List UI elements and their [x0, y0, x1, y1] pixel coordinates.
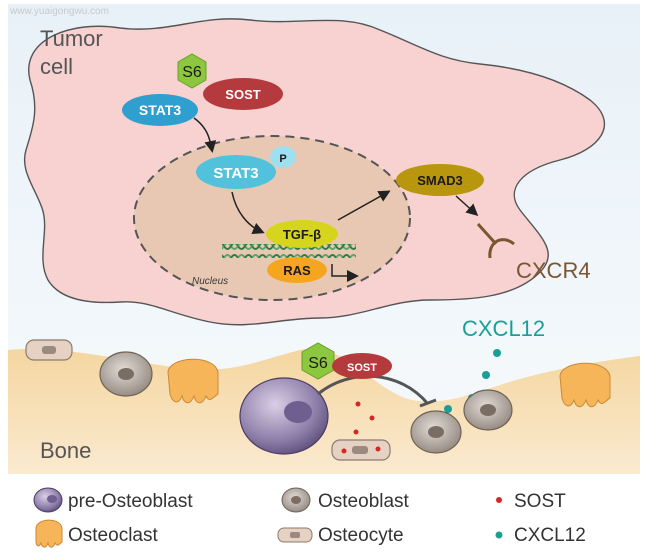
legend-cxcl12-label: CXCL12: [514, 525, 586, 546]
osteoblast-nucleus: [480, 404, 496, 416]
inhibition-bar: [419, 398, 437, 408]
legend-pre-osteoblast-nucleus: [47, 495, 57, 503]
sost-label-top: SOST: [225, 87, 260, 102]
osteocyte-nucleus: [42, 346, 56, 354]
sost-ellipse-bone: [332, 353, 392, 379]
sost-dot: [375, 446, 381, 452]
s6-hexagon-top: [177, 53, 207, 89]
watermark: www.yuaigongwu.com: [9, 6, 109, 17]
arrow-stat3-to-nucleus: [193, 117, 217, 153]
phospho-ellipse: [270, 146, 296, 168]
phospho-label: P: [279, 153, 286, 165]
stat3-label-nuclear: STAT3: [213, 165, 258, 182]
s6-label-bone: S6: [308, 355, 328, 372]
cxcr4-label: CXCR4: [516, 258, 591, 283]
osteoblast-nucleus: [118, 368, 134, 380]
legend: pre-Osteoblast Osteoclast Osteoblast Ost…: [33, 487, 586, 548]
sost-dot: [341, 448, 347, 454]
bone-label: Bone: [40, 438, 91, 463]
stat3-ellipse-top: [122, 94, 198, 126]
tumor-cell-label-line1: Tumor: [40, 26, 103, 51]
stat3-label-top: STAT3: [139, 102, 181, 118]
ras-label: RAS: [283, 263, 311, 278]
sost-label-bone: SOST: [347, 362, 377, 374]
arrow-stat3-to-tgfb: [231, 191, 265, 234]
smad3-ellipse: [396, 164, 484, 196]
cxcr4-stem: [476, 222, 498, 246]
arrow-smad3-to-cxcr4: [455, 195, 479, 217]
legend-osteoblast-nucleus: [291, 496, 301, 504]
tumor-cell-label-line2: cell: [40, 54, 73, 79]
s6-label-top: S6: [182, 64, 202, 81]
cxcl12-dot: [493, 349, 501, 357]
nucleus-label: Nucleus: [192, 276, 228, 287]
ras-ellipse: [267, 257, 327, 283]
arrow-tgfb-to-smad3: [337, 190, 391, 221]
sost-dot: [355, 401, 361, 407]
sost-dot: [369, 415, 375, 421]
tgfb-ellipse: [266, 220, 338, 248]
legend-osteoclast-icon: [35, 519, 63, 548]
legend-osteocyte-nucleus: [290, 532, 300, 538]
cxcl12-dot: [444, 405, 452, 413]
osteoclast: [559, 362, 611, 408]
cxcl12-dot: [482, 371, 490, 379]
pre-osteoblast: [239, 377, 329, 455]
legend-cxcl12-dot: [495, 531, 503, 539]
cxcl12-label: CXCL12: [462, 316, 545, 341]
legend-sost-dot: [496, 497, 502, 503]
pre-osteoblast-nucleus: [284, 401, 312, 423]
osteoclast: [167, 358, 219, 404]
legend-sost-label: SOST: [514, 491, 566, 512]
legend-osteoclast-label: Osteoclast: [68, 525, 158, 546]
legend-osteoblast-label: Osteoblast: [318, 491, 410, 512]
osteocyte-nucleus: [352, 446, 368, 454]
smad3-label: SMAD3: [417, 173, 463, 188]
osteoblast-nucleus: [428, 426, 444, 438]
cxcr4-receptor: [488, 238, 515, 259]
arrow-ras: [331, 264, 359, 282]
sost-ellipse-top: [203, 78, 283, 110]
tgfb-label: TGF-β: [283, 227, 321, 242]
legend-osteocyte-label: Osteocyte: [318, 525, 404, 546]
dna-strand: [222, 244, 356, 258]
sost-dot: [353, 429, 359, 435]
legend-pre-osteoblast-label: pre-Osteoblast: [68, 491, 193, 512]
stat3-ellipse-nuclear: [196, 155, 276, 189]
